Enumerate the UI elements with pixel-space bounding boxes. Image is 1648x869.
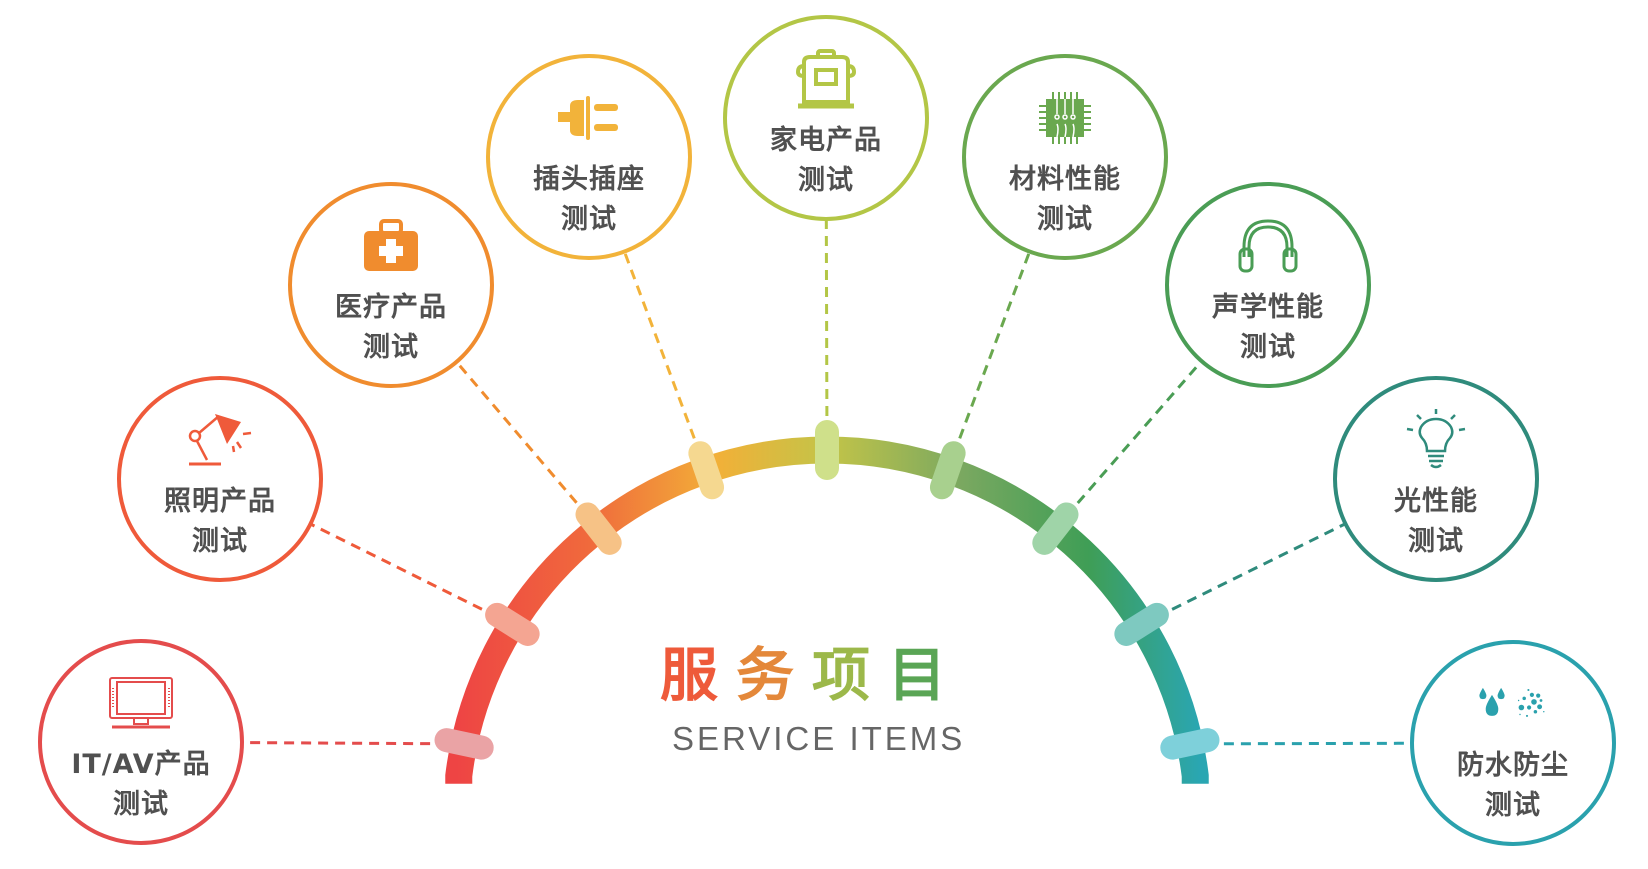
service-label-line1: 材料性能 — [1009, 164, 1121, 195]
service-node[interactable]: 防水防尘测试 — [1410, 640, 1616, 846]
title-char: 项 — [812, 641, 889, 709]
tv-icon — [106, 673, 176, 733]
service-label-line1: 插头插座 — [533, 164, 645, 195]
title-char: 服 — [660, 641, 737, 709]
service-label-line2: 测试 — [1037, 204, 1093, 235]
service-label: 材料性能测试 — [1009, 160, 1121, 240]
light-bulb-icon — [1401, 409, 1471, 470]
arc-marker — [575, 502, 622, 555]
service-label: 光性能测试 — [1394, 482, 1478, 562]
service-label-line2: 测试 — [112, 789, 169, 820]
title-char: 目 — [888, 641, 965, 709]
service-label: 医疗产品测试 — [335, 288, 447, 368]
arc-markers — [434, 420, 1220, 760]
service-label: 声学性能测试 — [1212, 288, 1324, 368]
service-label-line1: 光性能 — [1394, 486, 1478, 517]
arc-marker — [688, 441, 725, 500]
service-node[interactable]: IT/AV产品测试 — [38, 639, 244, 845]
service-node[interactable]: 材料性能测试 — [962, 54, 1168, 260]
arc-marker — [1032, 502, 1079, 555]
service-label-line2: 测试 — [1408, 526, 1464, 557]
chip-icon — [1030, 88, 1100, 148]
service-label-line1: 防水防尘 — [1457, 750, 1569, 781]
service-label: IT/AV产品测试 — [71, 745, 210, 825]
service-label-line1: 声学性能 — [1212, 292, 1324, 323]
service-label-line2: 测试 — [798, 165, 854, 196]
desk-lamp-icon — [185, 410, 255, 470]
medical-kit-icon — [356, 216, 426, 276]
service-label-line2: 测试 — [1240, 332, 1296, 363]
service-label-line1: 家电产品 — [770, 125, 882, 156]
service-label-line2: 测试 — [192, 526, 248, 557]
service-node[interactable]: 光性能测试 — [1333, 376, 1539, 582]
connector-line — [1189, 741, 1514, 746]
service-node[interactable]: 照明产品测试 — [117, 376, 323, 582]
headphones-icon — [1233, 216, 1303, 276]
connector-line — [1054, 284, 1270, 530]
service-label-line1: 医疗产品 — [335, 292, 447, 323]
rice-cooker-icon — [791, 49, 861, 109]
service-label-line2: 测试 — [561, 204, 617, 235]
title-char: 务 — [736, 641, 813, 709]
service-label: 插头插座测试 — [533, 160, 645, 240]
service-node[interactable]: 医疗产品测试 — [288, 182, 494, 388]
water-dust-icon — [1478, 674, 1548, 734]
service-node[interactable]: 声学性能测试 — [1165, 182, 1371, 388]
title-english: SERVICE ITEMS — [672, 720, 966, 757]
service-label-line1: IT/AV产品 — [71, 749, 211, 780]
arc-marker — [929, 441, 966, 500]
arc-marker — [434, 728, 494, 760]
arc-marker — [1114, 602, 1169, 646]
connector-line — [140, 740, 465, 746]
service-label-line2: 测试 — [363, 332, 419, 363]
service-label-line2: 测试 — [1485, 790, 1541, 821]
title-chinese: 服务项目 — [660, 628, 990, 712]
service-label: 照明产品测试 — [164, 482, 276, 562]
arc-marker — [1160, 728, 1220, 760]
service-node[interactable]: 家电产品测试 — [723, 15, 929, 221]
service-label: 防水防尘测试 — [1457, 746, 1569, 826]
arc-marker — [815, 420, 839, 480]
plug-icon — [554, 88, 624, 148]
service-label-line1: 照明产品 — [164, 486, 276, 517]
arc-marker — [485, 602, 540, 646]
connector-line — [389, 284, 600, 530]
service-label: 家电产品测试 — [770, 121, 882, 201]
service-node[interactable]: 插头插座测试 — [486, 54, 692, 260]
